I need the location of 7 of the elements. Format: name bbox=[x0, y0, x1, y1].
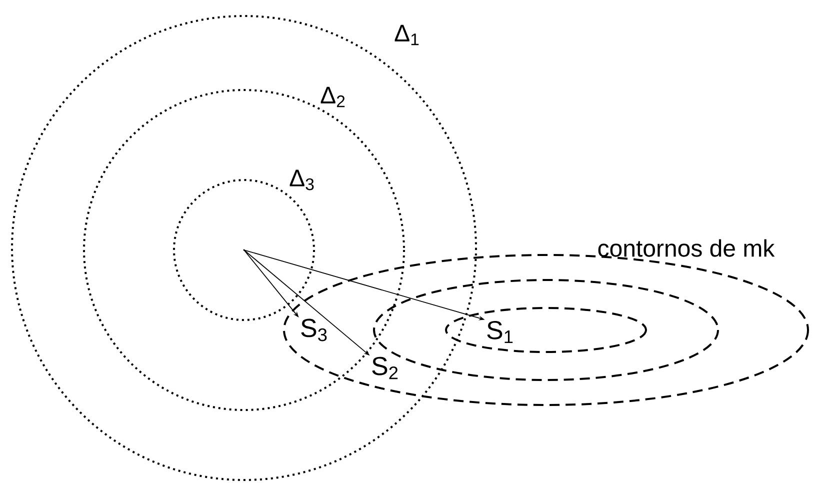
region-label: Δ$_{2}$ bbox=[320, 86, 345, 108]
point-label: S$_{2}$ bbox=[372, 356, 398, 380]
region-label: Δ$_{1}$ bbox=[394, 24, 419, 46]
point-label: S$_{3}$ bbox=[301, 318, 327, 342]
contour-label: contornos de mk bbox=[598, 239, 775, 257]
point-label: S$_{1}$ bbox=[487, 320, 513, 344]
region-label: Δ$_{3}$ bbox=[290, 170, 314, 190]
